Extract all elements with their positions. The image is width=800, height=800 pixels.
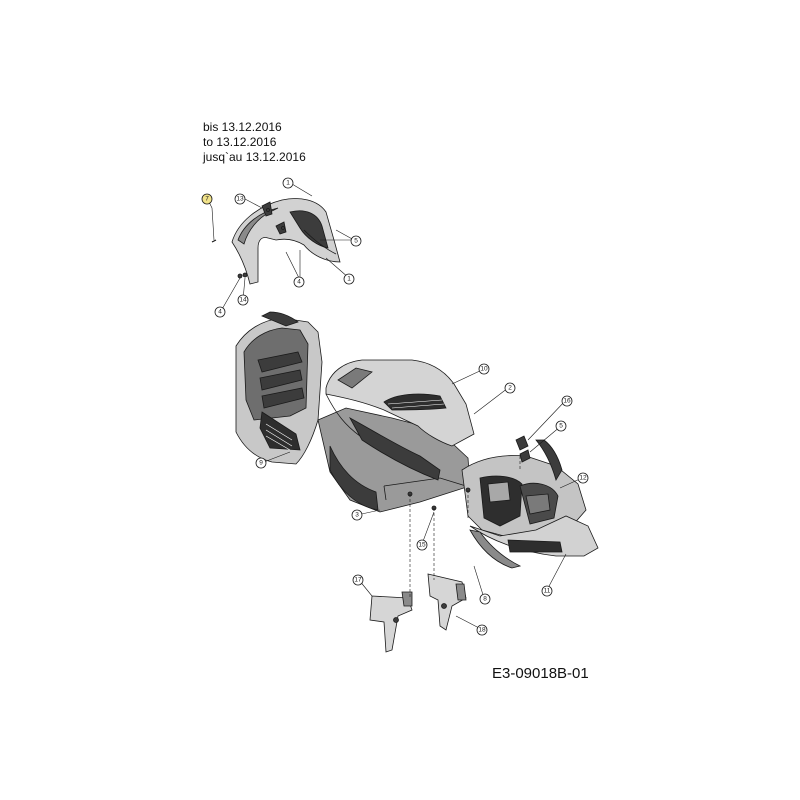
- bracket-17: [369, 591, 413, 653]
- callout-5b: [555, 420, 567, 432]
- bracket-18: [427, 573, 467, 631]
- callout-label-10: 10: [480, 366, 488, 373]
- callout-label-15: 15: [418, 542, 426, 549]
- callout-1b: [343, 273, 355, 285]
- callout-label-9: 9: [259, 460, 263, 467]
- callout-label-4a: 4: [297, 279, 301, 286]
- callout-label-14: 14: [239, 297, 247, 304]
- callout-label-16: 16: [563, 398, 571, 405]
- document-code: E3-09018B-01: [492, 665, 589, 682]
- callout-label-8: 8: [483, 596, 487, 603]
- callout-1a: [282, 177, 294, 189]
- callout-label-1a: 1: [286, 180, 290, 187]
- callout-14: [237, 294, 249, 306]
- callout-12: [577, 472, 589, 484]
- callout-16: [561, 395, 573, 407]
- callout-10: [478, 363, 490, 375]
- callout-label-5b: 5: [559, 423, 563, 430]
- callout-4b: [214, 306, 226, 318]
- callout-3: [351, 509, 363, 521]
- callout-label-18: 18: [478, 627, 486, 634]
- header-line-en: to 13.12.2016: [203, 135, 277, 149]
- callout-17: [352, 574, 364, 586]
- callout-label-11: 11: [544, 588, 551, 595]
- callout-9: [255, 457, 267, 469]
- header-line-fr: jusq`au 13.12.2016: [203, 150, 306, 164]
- callout-labels: 7 13 1 5 4 1 4 14 10 2 16 5 12 9 3 15 17…: [205, 180, 587, 634]
- callout-label-17: 17: [354, 577, 362, 584]
- callout-5a: [350, 235, 362, 247]
- callout-label-13: 13: [236, 196, 244, 203]
- callout-8: [479, 593, 491, 605]
- callout-markers: [201, 177, 589, 636]
- callout-4a: [293, 276, 305, 288]
- callout-label-1b: 1: [347, 276, 351, 283]
- rear-fender-part: [211, 198, 341, 285]
- callout-11: [541, 585, 553, 597]
- callout-label-3: 3: [355, 512, 359, 519]
- rear-body-shroud: [235, 311, 323, 465]
- header-line-de: bis 13.12.2016: [203, 120, 282, 134]
- callout-7: [201, 193, 213, 205]
- screw-parts: [407, 435, 531, 511]
- callout-2: [504, 382, 516, 394]
- callout-15: [416, 539, 428, 551]
- hood-dashboard: [325, 359, 475, 481]
- callout-label-2: 2: [508, 385, 512, 392]
- callout-label-12: 12: [579, 475, 587, 482]
- front-nose-assembly: [461, 439, 599, 569]
- callout-label-5a: 5: [354, 238, 358, 245]
- callout-13: [234, 193, 246, 205]
- callout-label-7: 7: [205, 196, 209, 203]
- callout-label-4b: 4: [218, 309, 222, 316]
- callout-18: [476, 624, 488, 636]
- assembly-lines: [409, 456, 521, 598]
